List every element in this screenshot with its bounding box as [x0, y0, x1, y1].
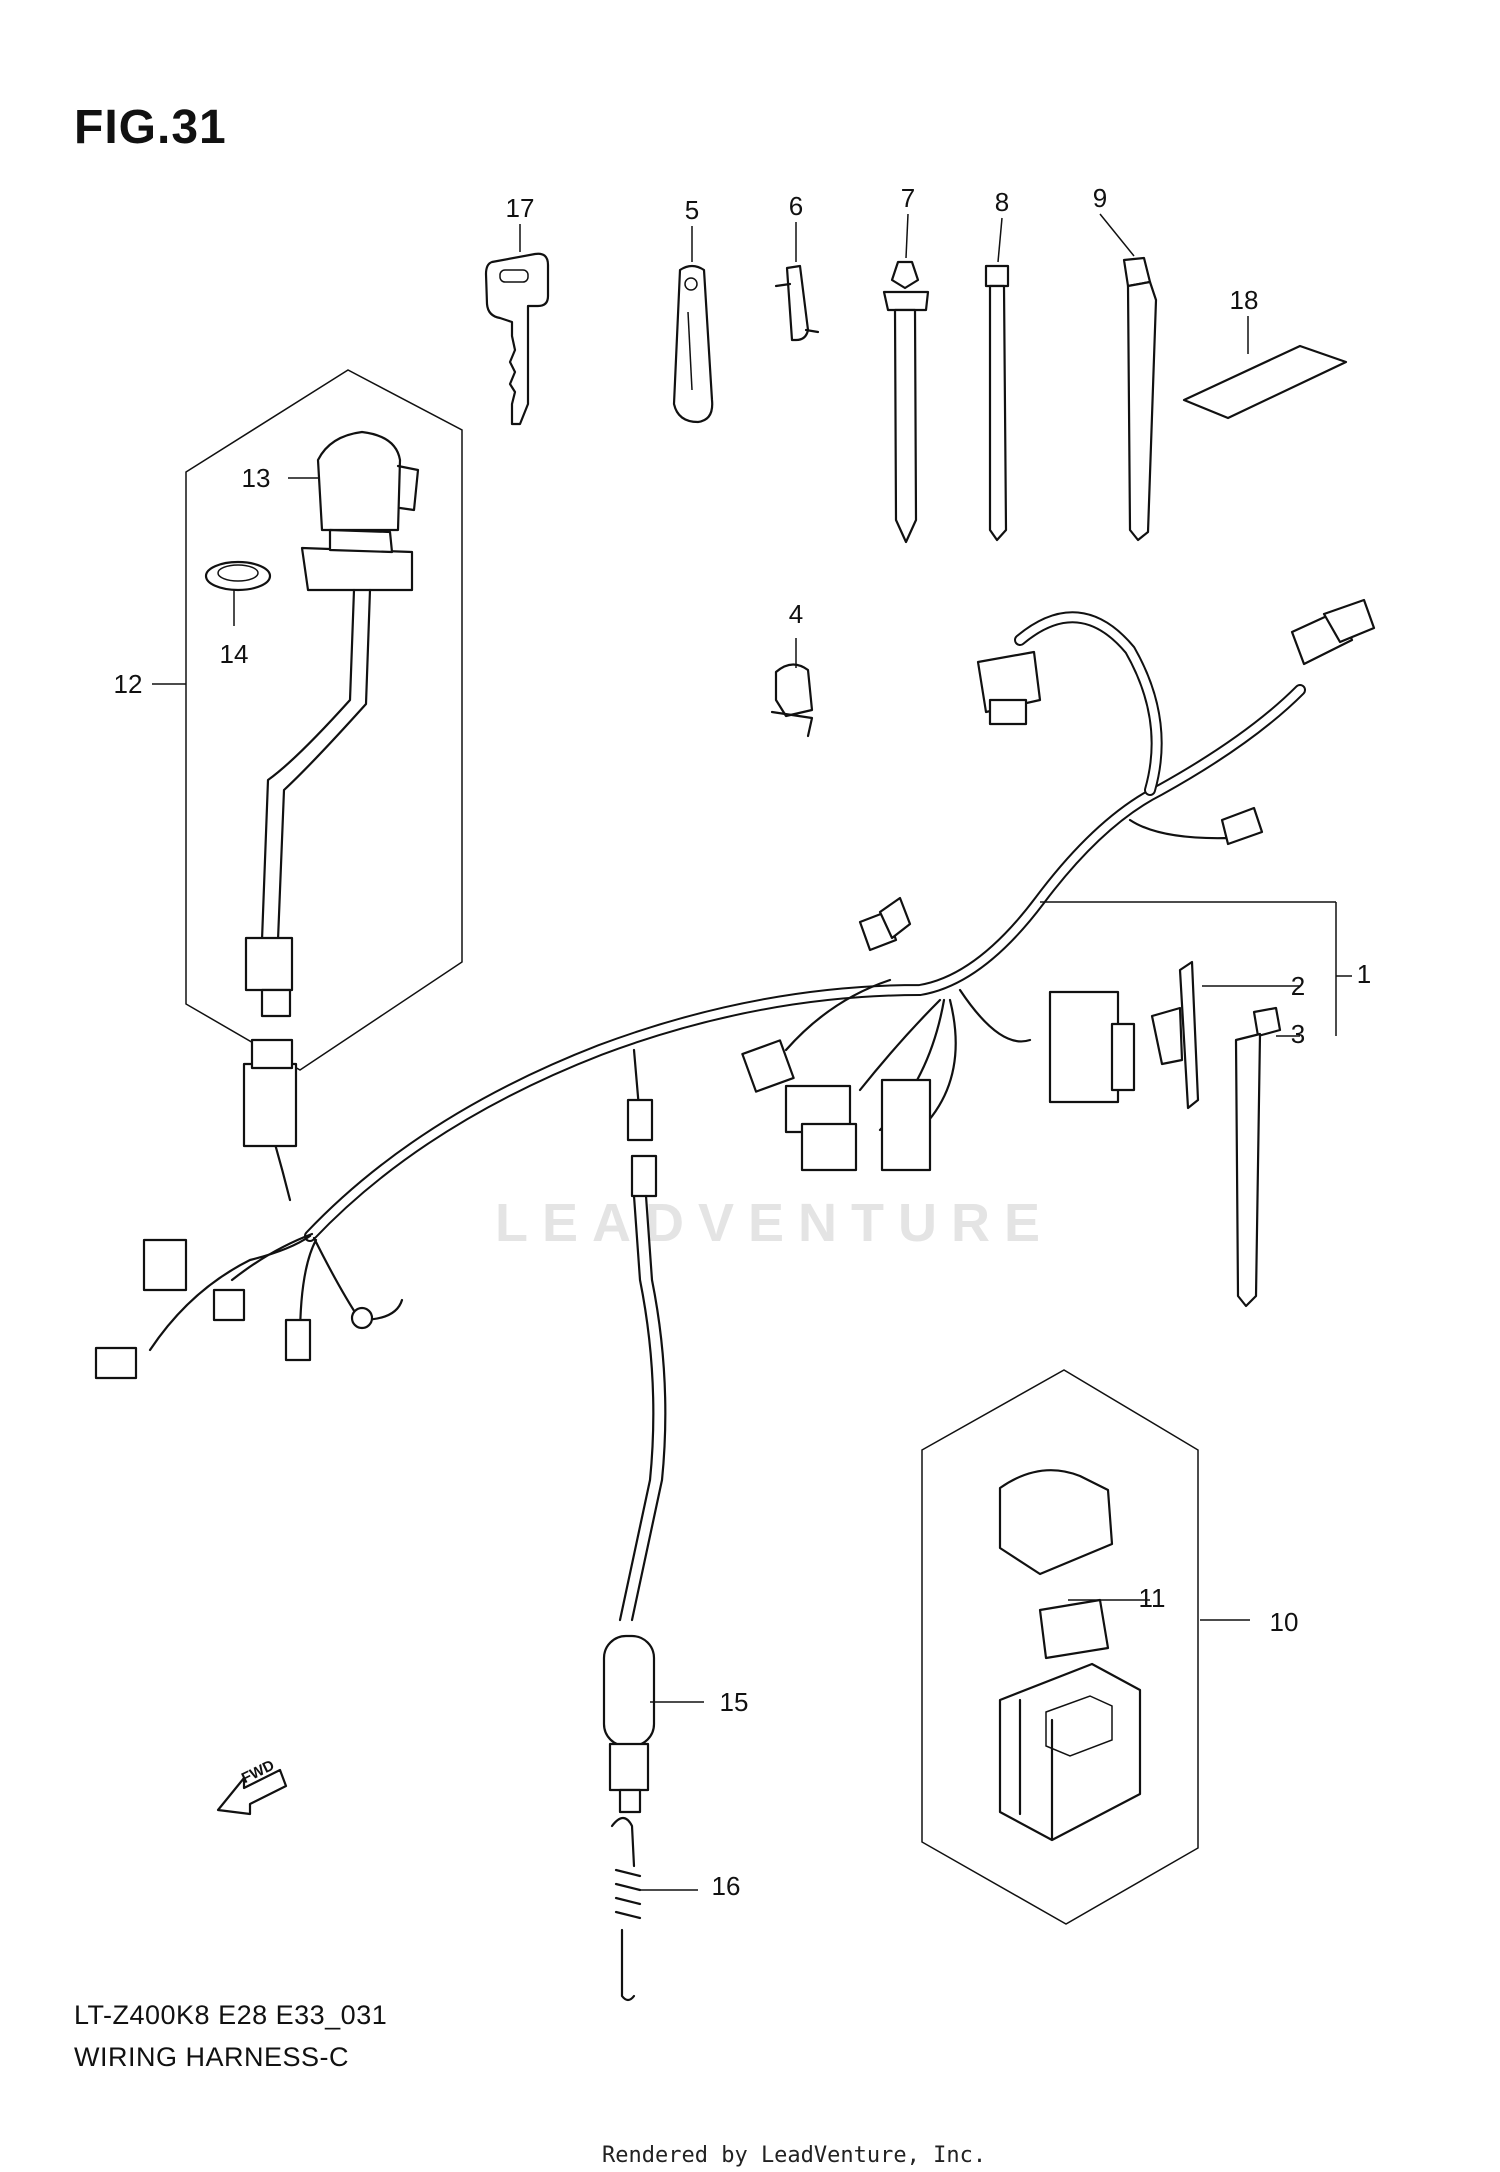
callout-14: 14 [219, 639, 249, 669]
main-wiring-harness [94, 598, 1376, 1380]
callout-12: 12 [113, 669, 143, 699]
callout-13: 13 [241, 463, 271, 493]
spring-part [610, 1816, 642, 2002]
wire-clip-part [770, 663, 814, 738]
bracket-part [1150, 960, 1200, 1110]
leader-lines [152, 213, 1352, 1891]
clamp-part [672, 264, 714, 424]
cable-tie-mount-part [1234, 1006, 1282, 1308]
label-sheet-part [1182, 344, 1348, 420]
callout-4: 4 [788, 599, 804, 629]
callout-2: 2 [1290, 971, 1306, 1001]
key-part [484, 252, 550, 426]
callout-17: 17 [505, 193, 535, 223]
render-credit: Rendered by LeadVenture, Inc. [602, 2143, 987, 2168]
sensor-part [602, 1194, 667, 1814]
fwd-arrow-icon [216, 1768, 288, 1816]
callout-16: 16 [711, 1871, 741, 1901]
callout-5: 5 [684, 195, 700, 225]
callout-11: 11 [1138, 1583, 1166, 1613]
callout-9: 9 [1092, 183, 1108, 213]
figure-title: FIG.31 [74, 101, 227, 154]
callout-15: 15 [719, 1687, 749, 1717]
model-code: LT-Z400K8 E28 E33_031 [74, 2000, 388, 2030]
small-clamp-part [774, 264, 820, 342]
callout-1: 1 [1356, 959, 1372, 989]
section-name: WIRING HARNESS-C [74, 2042, 350, 2072]
cable-tie-head-part [1122, 256, 1158, 542]
ignition-switch-group [185, 369, 463, 1071]
starter-relay-group [921, 1369, 1199, 1925]
cable-tie-part [984, 264, 1010, 542]
watermark-text: LEADVENTURE [495, 1193, 1055, 1253]
callout-8: 8 [994, 187, 1010, 217]
callout-10: 10 [1269, 1607, 1299, 1637]
callout-6: 6 [788, 191, 804, 221]
cable-tie-clip-part [882, 260, 930, 544]
callout-18: 18 [1229, 285, 1259, 315]
callout-3: 3 [1290, 1019, 1306, 1049]
callout-7: 7 [900, 183, 916, 213]
